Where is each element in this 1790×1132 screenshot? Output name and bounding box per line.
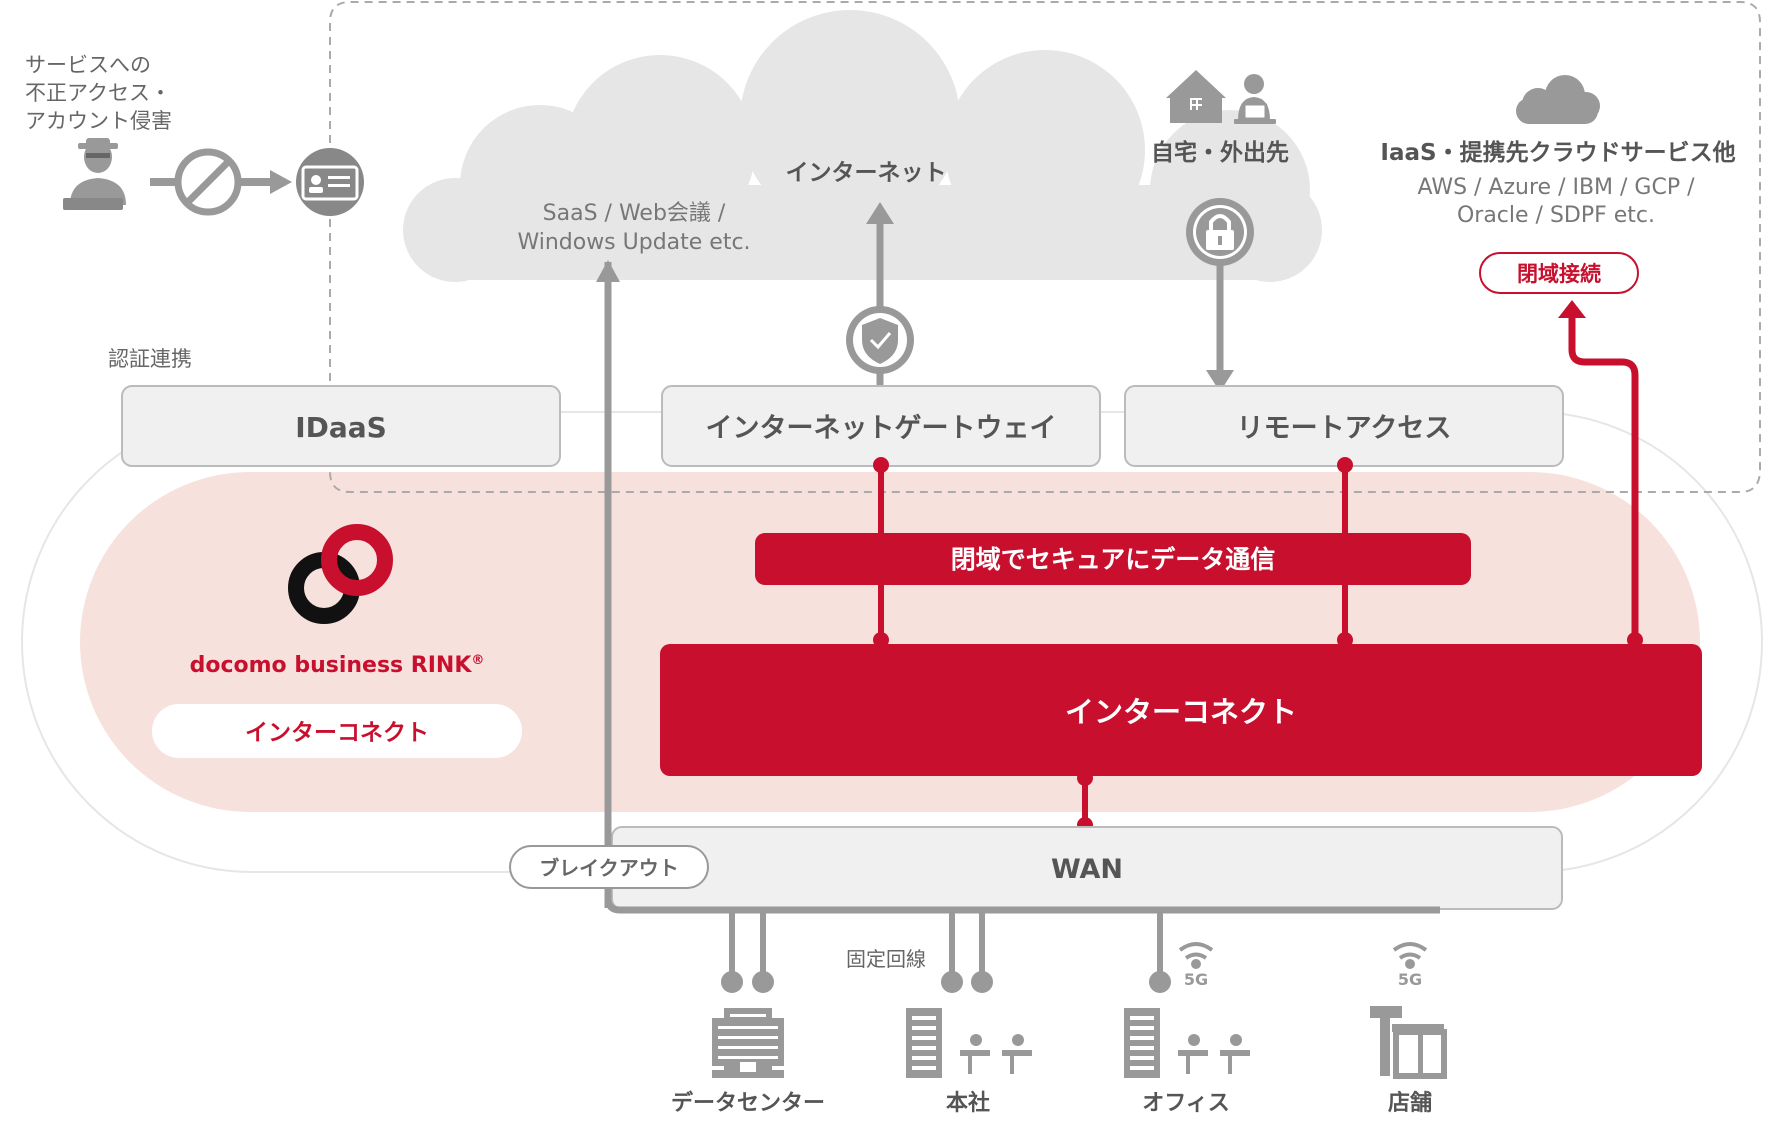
iaas-cloud-icon <box>1516 75 1600 124</box>
remote-access-label: リモートアクセス <box>1237 413 1452 444</box>
auth-link-label: 認証連携 <box>108 347 192 371</box>
datacenter-icon <box>712 1008 784 1078</box>
secure-data-label: 閉域でセキュアにデータ通信 <box>951 545 1276 574</box>
idaas-label: IDaaS <box>295 411 387 444</box>
office-icon <box>1124 1008 1250 1078</box>
iaas-line-1: AWS / Azure / IBM / GCP / <box>1417 175 1695 200</box>
breakout-pill <box>509 845 709 889</box>
secure-data-bar <box>755 533 1471 585</box>
fiveg-label-office: 5G <box>1184 970 1208 989</box>
wan-label: WAN <box>1051 854 1123 885</box>
office-line <box>1149 910 1171 993</box>
rink-interconnect-label: インターコネクト <box>245 720 429 746</box>
fixed-line-label: 固定回線 <box>846 947 926 971</box>
hq-icon <box>906 1008 1032 1078</box>
threat-line-3: アカウント侵害 <box>25 109 172 133</box>
iaas-line-2: Oracle / SDPF etc. <box>1457 203 1655 228</box>
remote-worker-icon <box>1234 74 1276 124</box>
breakout-route <box>604 700 1440 914</box>
wifi-5g-icon-office <box>1178 942 1214 969</box>
office-label: オフィス <box>1142 1091 1230 1116</box>
datacenter-lines <box>721 910 774 993</box>
threat-line-2: 不正アクセス・ <box>25 81 171 105</box>
id-card-icon <box>296 148 364 216</box>
datacenter-label: データセンター <box>671 1090 825 1116</box>
house-icon <box>1166 70 1226 123</box>
breakout-label: ブレイクアウト <box>539 856 679 880</box>
rink-logo-icon <box>288 524 393 624</box>
store-icon <box>1370 1006 1447 1079</box>
interconnect-label: インターコネクト <box>1065 695 1297 729</box>
igw-label: インターネットゲートウェイ <box>706 413 1057 444</box>
wifi-5g-icon-store <box>1392 942 1428 969</box>
store-label: 店舗 <box>1388 1090 1432 1116</box>
rink-interconnect-pill <box>152 704 522 758</box>
rink-brand: docomo business RINK® <box>190 653 485 678</box>
closed-connect-pill <box>1479 252 1639 294</box>
cloud-region-outline <box>329 1 1761 493</box>
internet-label: インターネット <box>786 160 947 186</box>
blocked-arrow <box>150 148 292 216</box>
hacker-icon <box>63 138 126 210</box>
iaas-title: IaaS・提携先クラウドサービス他 <box>1380 139 1735 166</box>
threat-line-1: サービスへの <box>25 53 151 77</box>
saas-line-1: SaaS / Web会議 / <box>543 201 726 226</box>
fiveg-label-store: 5G <box>1398 970 1422 989</box>
closed-connect-label: 閉域接続 <box>1517 262 1601 286</box>
lock-icon <box>1186 198 1254 266</box>
hq-label: 本社 <box>946 1090 990 1116</box>
hq-lines <box>941 910 993 993</box>
saas-line-2: Windows Update etc. <box>517 230 750 255</box>
internet-cloud <box>403 10 1322 282</box>
shield-icon <box>846 306 914 374</box>
interconnect-box <box>660 644 1702 776</box>
home-label: 自宅・外出先 <box>1151 139 1289 166</box>
idaas-box <box>121 385 561 467</box>
registered-mark: ® <box>471 653 484 668</box>
